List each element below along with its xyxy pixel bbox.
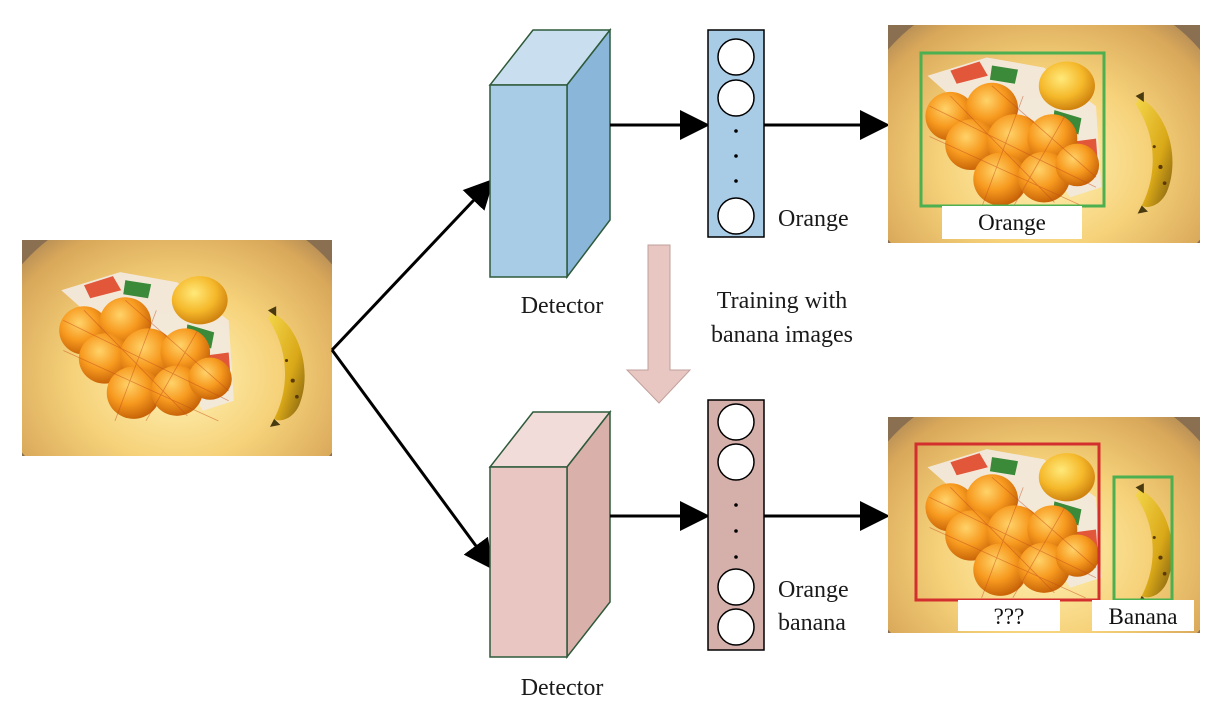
orange-tag-label: Orange bbox=[978, 210, 1046, 235]
bottom-detector-block bbox=[488, 409, 612, 660]
unknown-tag-label: ??? bbox=[994, 604, 1025, 629]
training-label-line2: banana images bbox=[711, 322, 853, 348]
top-output-label: Orange bbox=[778, 206, 849, 232]
banana-tag-label: Banana bbox=[1109, 604, 1178, 629]
training-arrow bbox=[625, 244, 692, 404]
top-output-vector bbox=[707, 29, 765, 238]
bottom-result-image bbox=[888, 417, 1200, 633]
unknown-tag-background bbox=[958, 600, 1060, 631]
top-result-image bbox=[888, 25, 1200, 243]
input-image bbox=[22, 240, 332, 456]
top-detector-block bbox=[488, 27, 612, 280]
banana-tag-background bbox=[1092, 600, 1194, 631]
orange-tag-background bbox=[942, 206, 1082, 239]
bottom-output-label-line1: Orange bbox=[778, 577, 849, 603]
bottom-output-label-line2: banana bbox=[778, 610, 846, 636]
bottom-output-vector bbox=[707, 399, 765, 651]
branch-arrows bbox=[330, 178, 495, 570]
training-label-line1: Training with bbox=[717, 288, 847, 314]
bottom-detector-label: Detector bbox=[521, 675, 604, 701]
top-detector-label: Detector bbox=[521, 293, 604, 319]
